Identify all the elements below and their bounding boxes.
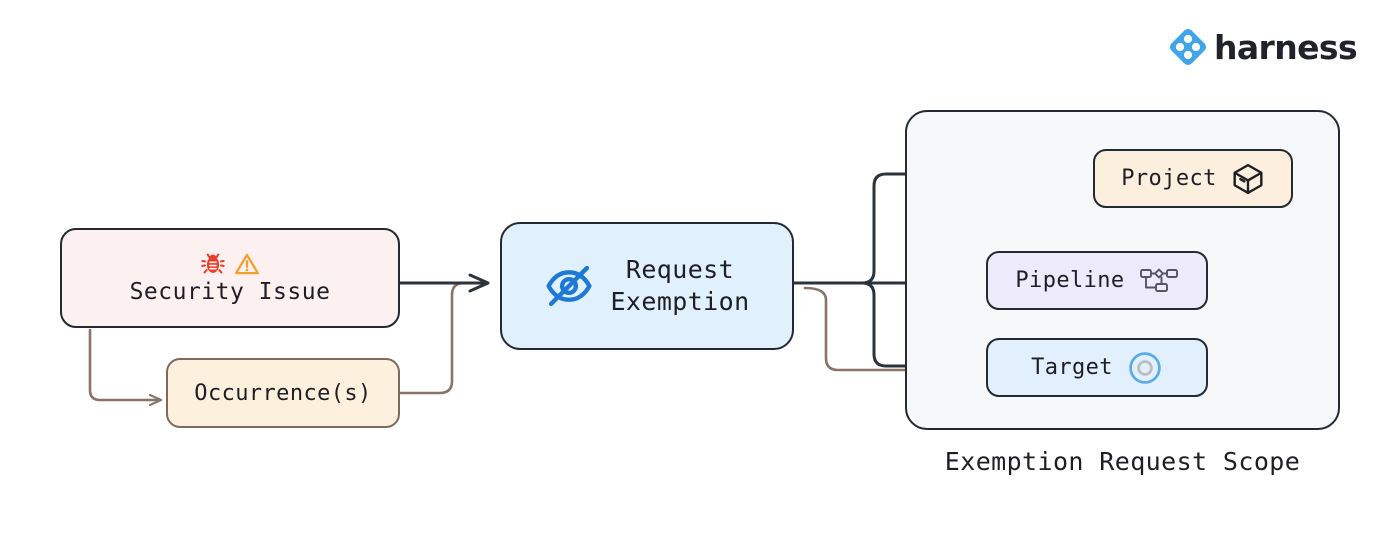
eye-off-icon [546, 265, 593, 307]
node-security-issue[interactable]: Security Issue [60, 228, 400, 328]
request-label-line2: Exemption [610, 287, 750, 316]
node-request-exemption-label: Request Exemption [610, 254, 749, 318]
target-circle-icon [1129, 351, 1161, 384]
node-target-label: Target [1031, 355, 1113, 380]
bug-icon [201, 253, 225, 274]
node-project[interactable]: Project [1093, 149, 1293, 208]
node-request-exemption[interactable]: Request Exemption [500, 222, 794, 350]
node-pipeline-label: Pipeline [1015, 268, 1125, 293]
harness-diamond-logo-icon [1169, 28, 1207, 66]
node-project-label: Project [1121, 166, 1217, 191]
request-label-line1: Request [625, 255, 735, 284]
node-pipeline[interactable]: Pipeline [986, 251, 1208, 310]
node-target[interactable]: Target [986, 338, 1208, 397]
node-security-issue-label: Security Issue [129, 279, 331, 305]
scope-caption: Exemption Request Scope [944, 447, 1301, 476]
node-occurrences[interactable]: Occurrence(s) [166, 358, 400, 428]
edge-security-to-occurrence [88, 328, 160, 400]
edge-request-to-target [843, 281, 948, 376]
edge-occurrence-to-target [803, 286, 940, 370]
brand-logo: harness [1169, 27, 1358, 67]
warning-triangle-icon [235, 253, 259, 275]
pipeline-nodes-icon [1139, 268, 1178, 292]
security-issue-icons [200, 251, 260, 277]
cube-icon [1233, 163, 1263, 194]
brand-name: harness [1214, 27, 1358, 67]
edge-occurrence-to-request [398, 281, 489, 395]
